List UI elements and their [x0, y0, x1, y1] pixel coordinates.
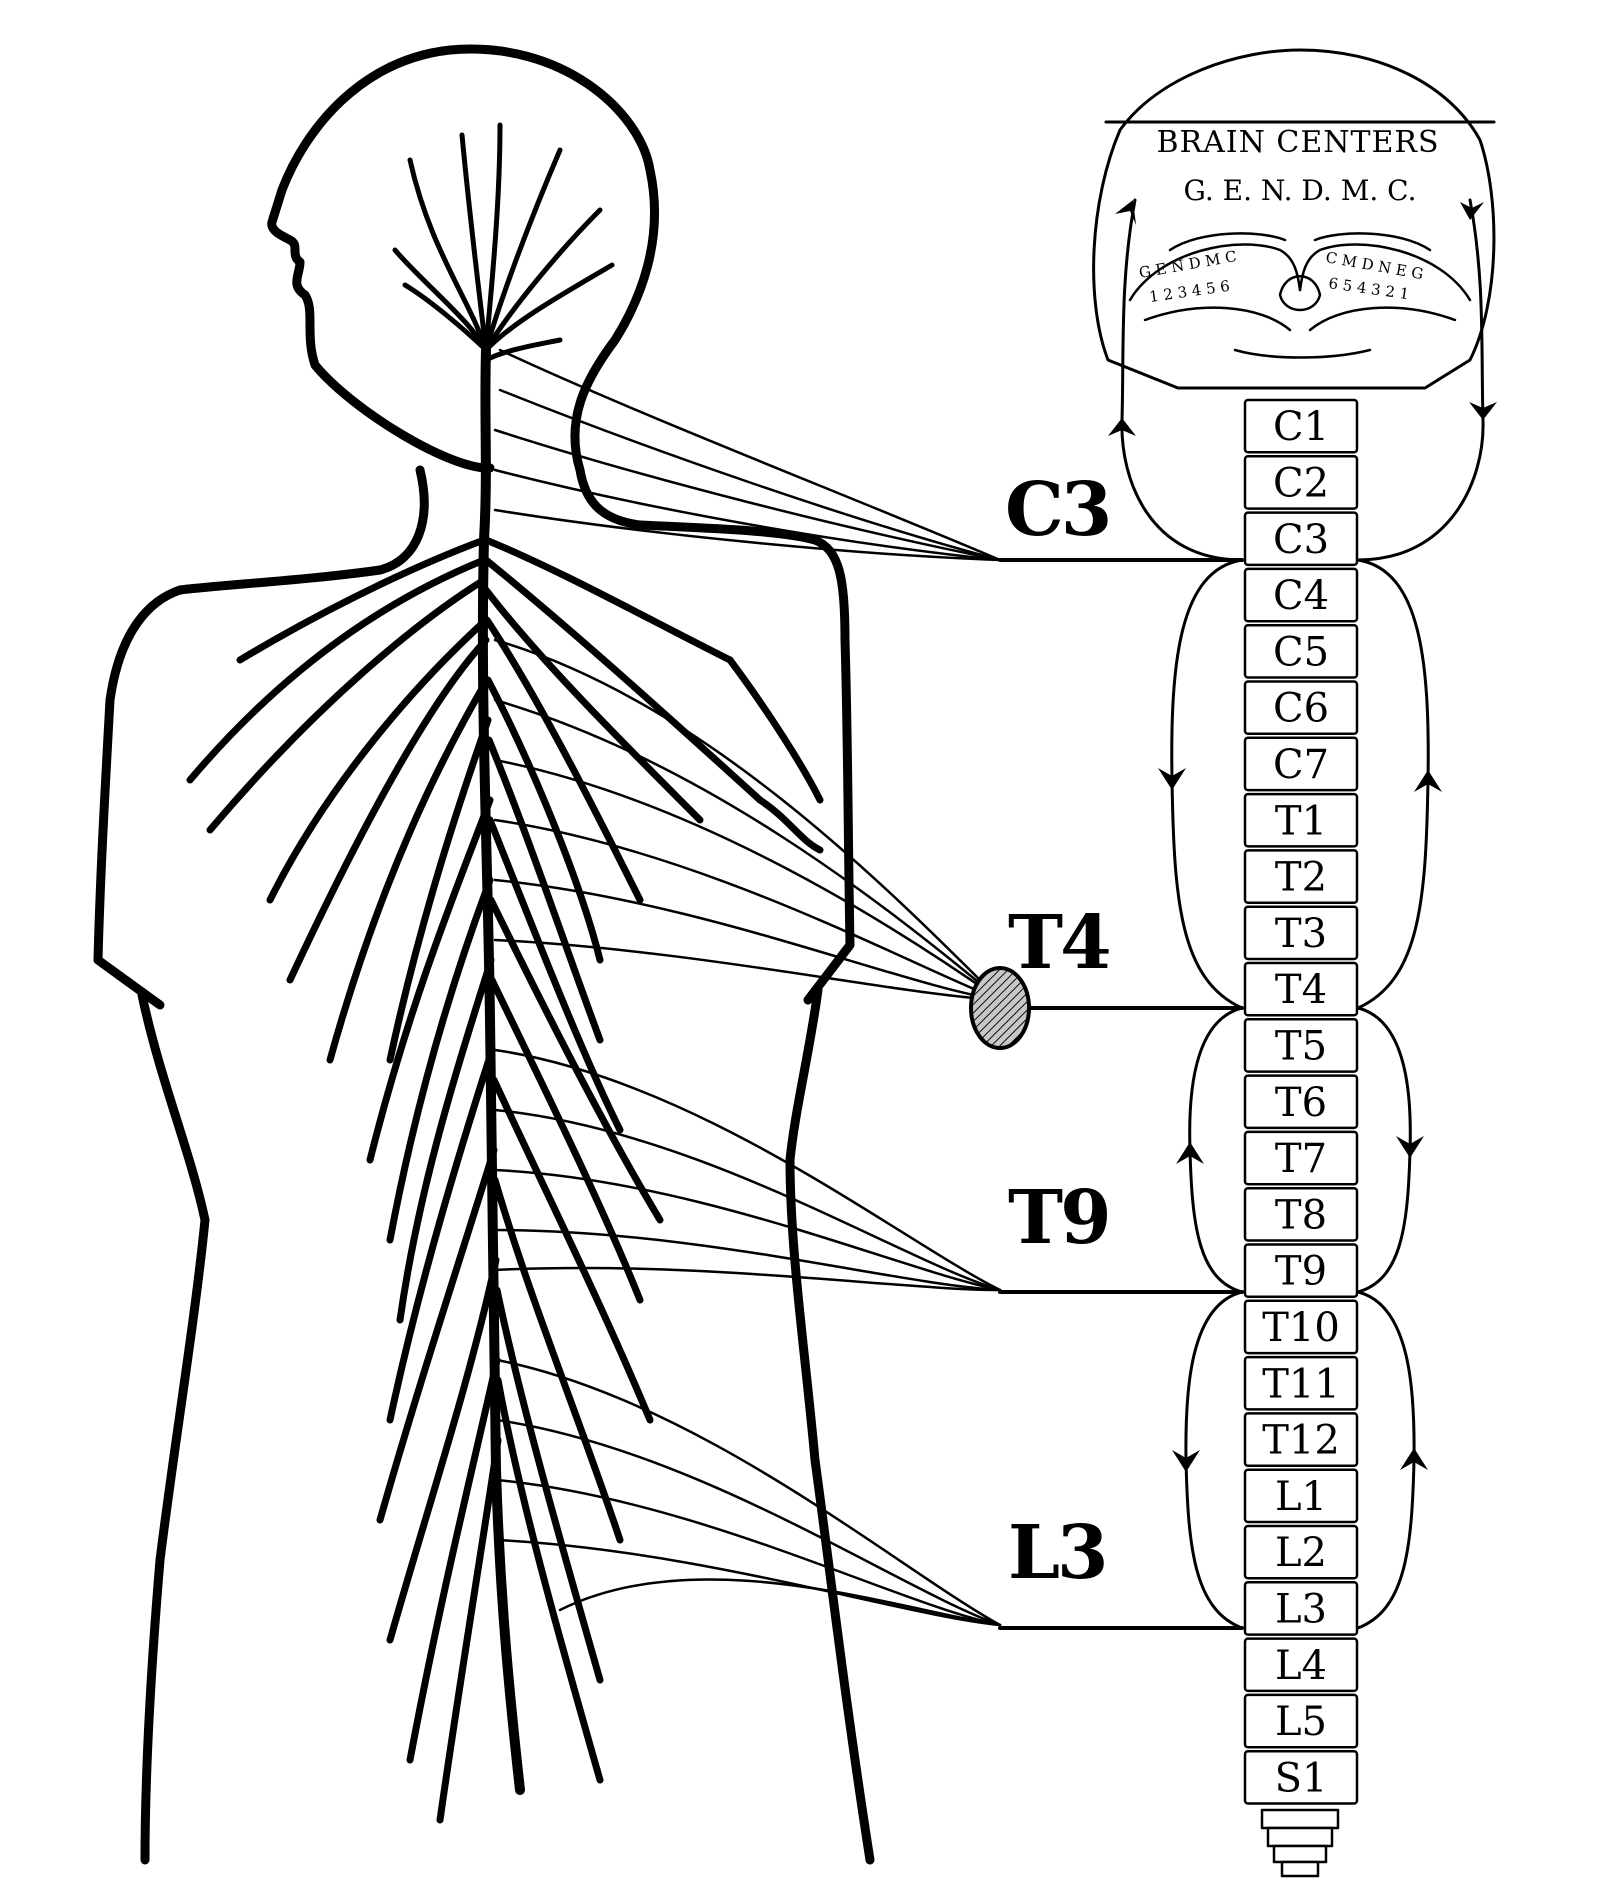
vertebra-box-l1	[1243, 1468, 1359, 1524]
vertebra-label-c6: C6	[1273, 686, 1329, 732]
arrow-down-icon	[1396, 1136, 1424, 1158]
level-label-t4: T4	[1008, 900, 1109, 986]
vertebra-box-c3	[1243, 511, 1359, 567]
vertebra-label-c5: C5	[1273, 629, 1329, 675]
vertebra-box-c7	[1243, 736, 1359, 792]
vertebra-box-s1	[1243, 1749, 1359, 1805]
vertebra-label-l2: L2	[1275, 1530, 1327, 1576]
vertebra-box-t1	[1243, 792, 1359, 848]
vertebra-label-c7: C7	[1273, 742, 1329, 788]
arrow-up-icon	[1108, 418, 1136, 436]
vertebra-label-t9: T9	[1275, 1249, 1327, 1295]
arrow-up-icon	[1400, 1448, 1428, 1470]
vertebra-box-t12	[1243, 1412, 1359, 1467]
brain-left-numbers: 1 2 3 4 5 6	[1148, 277, 1231, 306]
vertebra-box-c4	[1243, 567, 1359, 623]
vertebra-label-c1: C1	[1273, 404, 1329, 450]
vertebra-label-l5: L5	[1275, 1699, 1327, 1745]
flow-arrows	[1108, 200, 1497, 1472]
vertebra-label-t2: T2	[1275, 855, 1327, 901]
vertebra-box-c2	[1243, 455, 1359, 510]
level-connectors	[998, 558, 1244, 1630]
vertebra-box-t2	[1243, 849, 1359, 904]
vertebra-box-t11	[1243, 1355, 1359, 1411]
vertebra-box-t6	[1243, 1074, 1359, 1130]
arrow-down-icon	[1460, 202, 1484, 220]
vertebra-box-t4	[1243, 961, 1359, 1017]
vertebra-label-c2: C2	[1273, 460, 1329, 506]
arrow-up-icon	[1414, 770, 1442, 792]
level-label-t9: T9	[1008, 1175, 1109, 1261]
arrow-down-icon	[1158, 768, 1186, 790]
vertebra-box-t3	[1243, 905, 1359, 961]
vertebra-label-c3: C3	[1273, 517, 1329, 563]
vertebra-label-t10: T10	[1262, 1305, 1340, 1351]
vertebra-label-c4: C4	[1273, 573, 1329, 619]
vertebra-label-t4: T4	[1275, 967, 1327, 1013]
vertebra-label-l3: L3	[1275, 1586, 1327, 1632]
vertebra-label-l1: L1	[1275, 1474, 1327, 1520]
vertebra-label-t6: T6	[1275, 1080, 1327, 1126]
vertebra-box-t9	[1243, 1243, 1359, 1299]
vertebra-box-t8	[1243, 1186, 1359, 1242]
brain-centers: BRAIN CENTERS G. E. N. D. M. C. G E N D …	[1092, 48, 1496, 390]
vertebra-label-s1: S1	[1275, 1755, 1328, 1801]
vertebra-label-t1: T1	[1275, 798, 1327, 844]
nerve-tree	[186, 122, 1002, 1824]
vertebra-box-l2	[1243, 1524, 1359, 1580]
level-label-c3: C3	[1005, 467, 1109, 553]
vertebra-label-t12: T12	[1262, 1418, 1340, 1464]
vertebra-box-c5	[1243, 623, 1359, 679]
spine-base	[1260, 1808, 1340, 1878]
vertebra-box-l4	[1243, 1637, 1359, 1693]
vertebra-box-l5	[1243, 1693, 1359, 1749]
arrow-down-icon	[1469, 402, 1497, 420]
vertebra-label-t8: T8	[1275, 1192, 1327, 1238]
vertebra-box-t10	[1243, 1299, 1359, 1355]
level-label-l3: L3	[1008, 1510, 1106, 1596]
vertebra-label-l4: L4	[1275, 1643, 1327, 1689]
vertebral-column: C1C2C3C4C5C6C7T1T2T3T4T5T6T7T8T9T10T11T1…	[1243, 398, 1359, 1805]
vertebra-label-t3: T3	[1275, 911, 1327, 957]
brain-title: BRAIN CENTERS	[1156, 125, 1439, 160]
vertebra-box-t5	[1243, 1018, 1359, 1073]
arrow-down-icon	[1172, 1450, 1200, 1472]
arrow-up-icon	[1176, 1142, 1204, 1164]
vertebra-label-t7: T7	[1275, 1136, 1327, 1182]
t4-marker	[969, 966, 1031, 1050]
vertebra-box-c6	[1243, 680, 1359, 736]
vertebra-box-c1	[1243, 398, 1359, 454]
vertebra-label-t5: T5	[1275, 1023, 1327, 1069]
body-outline	[93, 44, 875, 1865]
vertebra-box-t7	[1243, 1130, 1359, 1186]
brain-subtitle: G. E. N. D. M. C.	[1184, 174, 1417, 207]
vertebra-box-l3	[1243, 1581, 1359, 1636]
vertebra-label-t11: T11	[1262, 1361, 1340, 1407]
arrow-up-icon	[1115, 200, 1136, 225]
